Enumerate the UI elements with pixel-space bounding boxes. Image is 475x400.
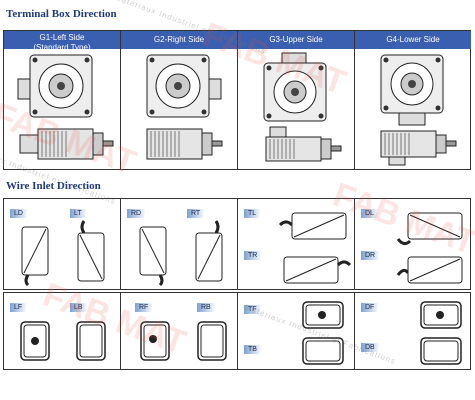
wire-box-rf — [140, 321, 170, 361]
column-divider — [120, 31, 121, 169]
motor-drawing-g3 — [263, 52, 342, 162]
wire-box-lt — [77, 220, 105, 282]
column-divider — [237, 199, 238, 289]
column-divider — [354, 31, 355, 169]
motor-drawing-g1 — [17, 54, 114, 160]
tag-tr: TR — [244, 251, 263, 260]
column-divider — [354, 199, 355, 289]
wire-box-ld — [21, 226, 49, 287]
column-divider — [237, 31, 238, 169]
column-divider — [120, 293, 121, 369]
column-divider — [120, 199, 121, 289]
column-header-g4: G4-Lower Side — [355, 31, 471, 49]
tag-dl: DL — [361, 209, 379, 218]
motor-drawing-g2 — [146, 54, 223, 160]
column-header-g2: G2-Right Side — [121, 31, 237, 49]
tag-rd: RD — [127, 209, 147, 218]
wire-section-title: Wire Inlet Direction — [6, 180, 101, 192]
wire-box-rd — [139, 226, 167, 287]
tag-rb: RB — [197, 303, 216, 312]
wire-box-dl — [396, 212, 463, 246]
wire-box-lf — [20, 321, 50, 361]
tag-tl: TL — [244, 209, 262, 218]
terminal-grid: G1-Left Side (Standard Type) G2-Right Si… — [3, 30, 471, 170]
tag-rf: RF — [135, 303, 154, 312]
tag-dr: DR — [361, 251, 381, 260]
wire-box-tf — [302, 301, 344, 329]
wire-grid-upper: LD LT RD RT TL TR DL DR — [3, 198, 471, 290]
tag-ld: LD — [10, 209, 28, 218]
wire-box-rt — [195, 220, 223, 282]
wire-box-lb — [76, 321, 106, 361]
wire-box-df — [420, 301, 462, 329]
wire-box-dr — [396, 256, 463, 284]
wire-grid-lower: LF LB RF RB TF TB DF DB — [3, 292, 471, 370]
column-divider — [354, 293, 355, 369]
tag-tb: TB — [244, 345, 262, 354]
tag-df: DF — [361, 303, 380, 312]
tag-rt: RT — [187, 209, 206, 218]
wire-box-tr — [283, 256, 352, 284]
wire-box-db — [420, 337, 462, 365]
tag-db: DB — [361, 343, 380, 352]
motor-drawing-g4 — [380, 54, 457, 166]
tag-lf: LF — [10, 303, 28, 312]
column-header-g3: G3-Upper Side — [238, 31, 354, 49]
terminal-section-title: Terminal Box Direction — [6, 8, 117, 20]
wire-box-tl — [278, 212, 347, 240]
wire-box-tb — [302, 337, 344, 365]
tag-tf: TF — [244, 305, 262, 314]
tag-lt: LT — [70, 209, 87, 218]
wire-box-rb — [197, 321, 227, 361]
column-header-g1: G1-Left Side (Standard Type) — [4, 31, 120, 52]
column-divider — [237, 293, 238, 369]
tag-lb: LB — [70, 303, 88, 312]
